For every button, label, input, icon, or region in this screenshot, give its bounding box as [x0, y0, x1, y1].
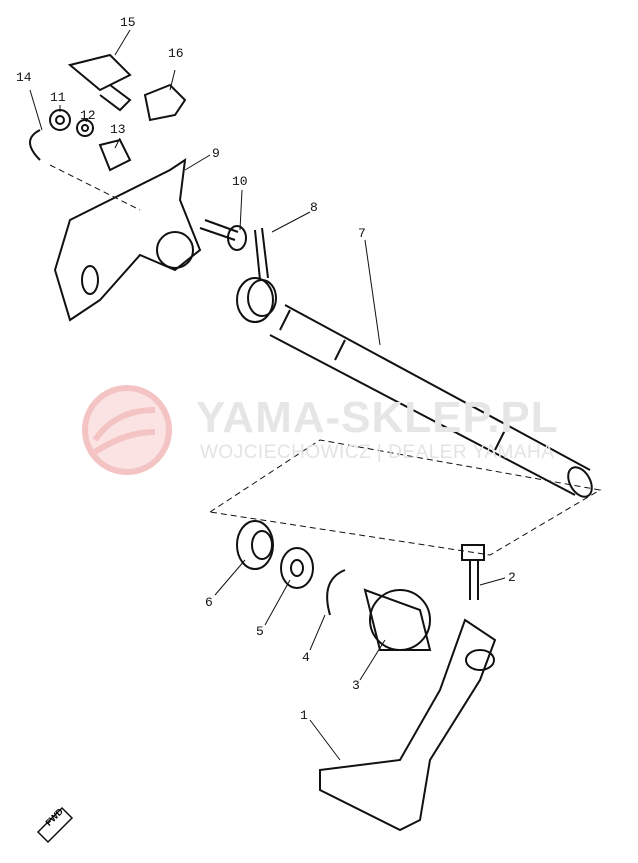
part-label-11: 11 — [50, 90, 66, 105]
part-label-9: 9 — [212, 146, 220, 161]
part-label-6: 6 — [205, 595, 213, 610]
part-label-4: 4 — [302, 650, 310, 665]
part-label-14: 14 — [16, 70, 32, 85]
fwd-arrow-icon — [36, 806, 74, 844]
part-label-7: 7 — [358, 226, 366, 241]
watermark-brand: YAMA-SKLEP.PL — [196, 393, 559, 442]
part-label-13: 13 — [110, 122, 126, 137]
shift-shaft — [269, 304, 593, 498]
part-label-2: 2 — [508, 570, 516, 585]
part-label-10: 10 — [232, 174, 248, 189]
part-label-16: 16 — [168, 46, 184, 61]
part-label-1: 1 — [300, 708, 308, 723]
part-label-5: 5 — [256, 624, 264, 639]
part-label-3: 3 — [352, 678, 360, 693]
watermark-logo — [82, 385, 172, 475]
part-label-12: 12 — [80, 108, 96, 123]
watermark-tagline: WOJCIECHOWICZ | DEALER YAMAHA — [200, 442, 555, 463]
part-label-8: 8 — [310, 200, 318, 215]
part-label-15: 15 — [120, 15, 136, 30]
